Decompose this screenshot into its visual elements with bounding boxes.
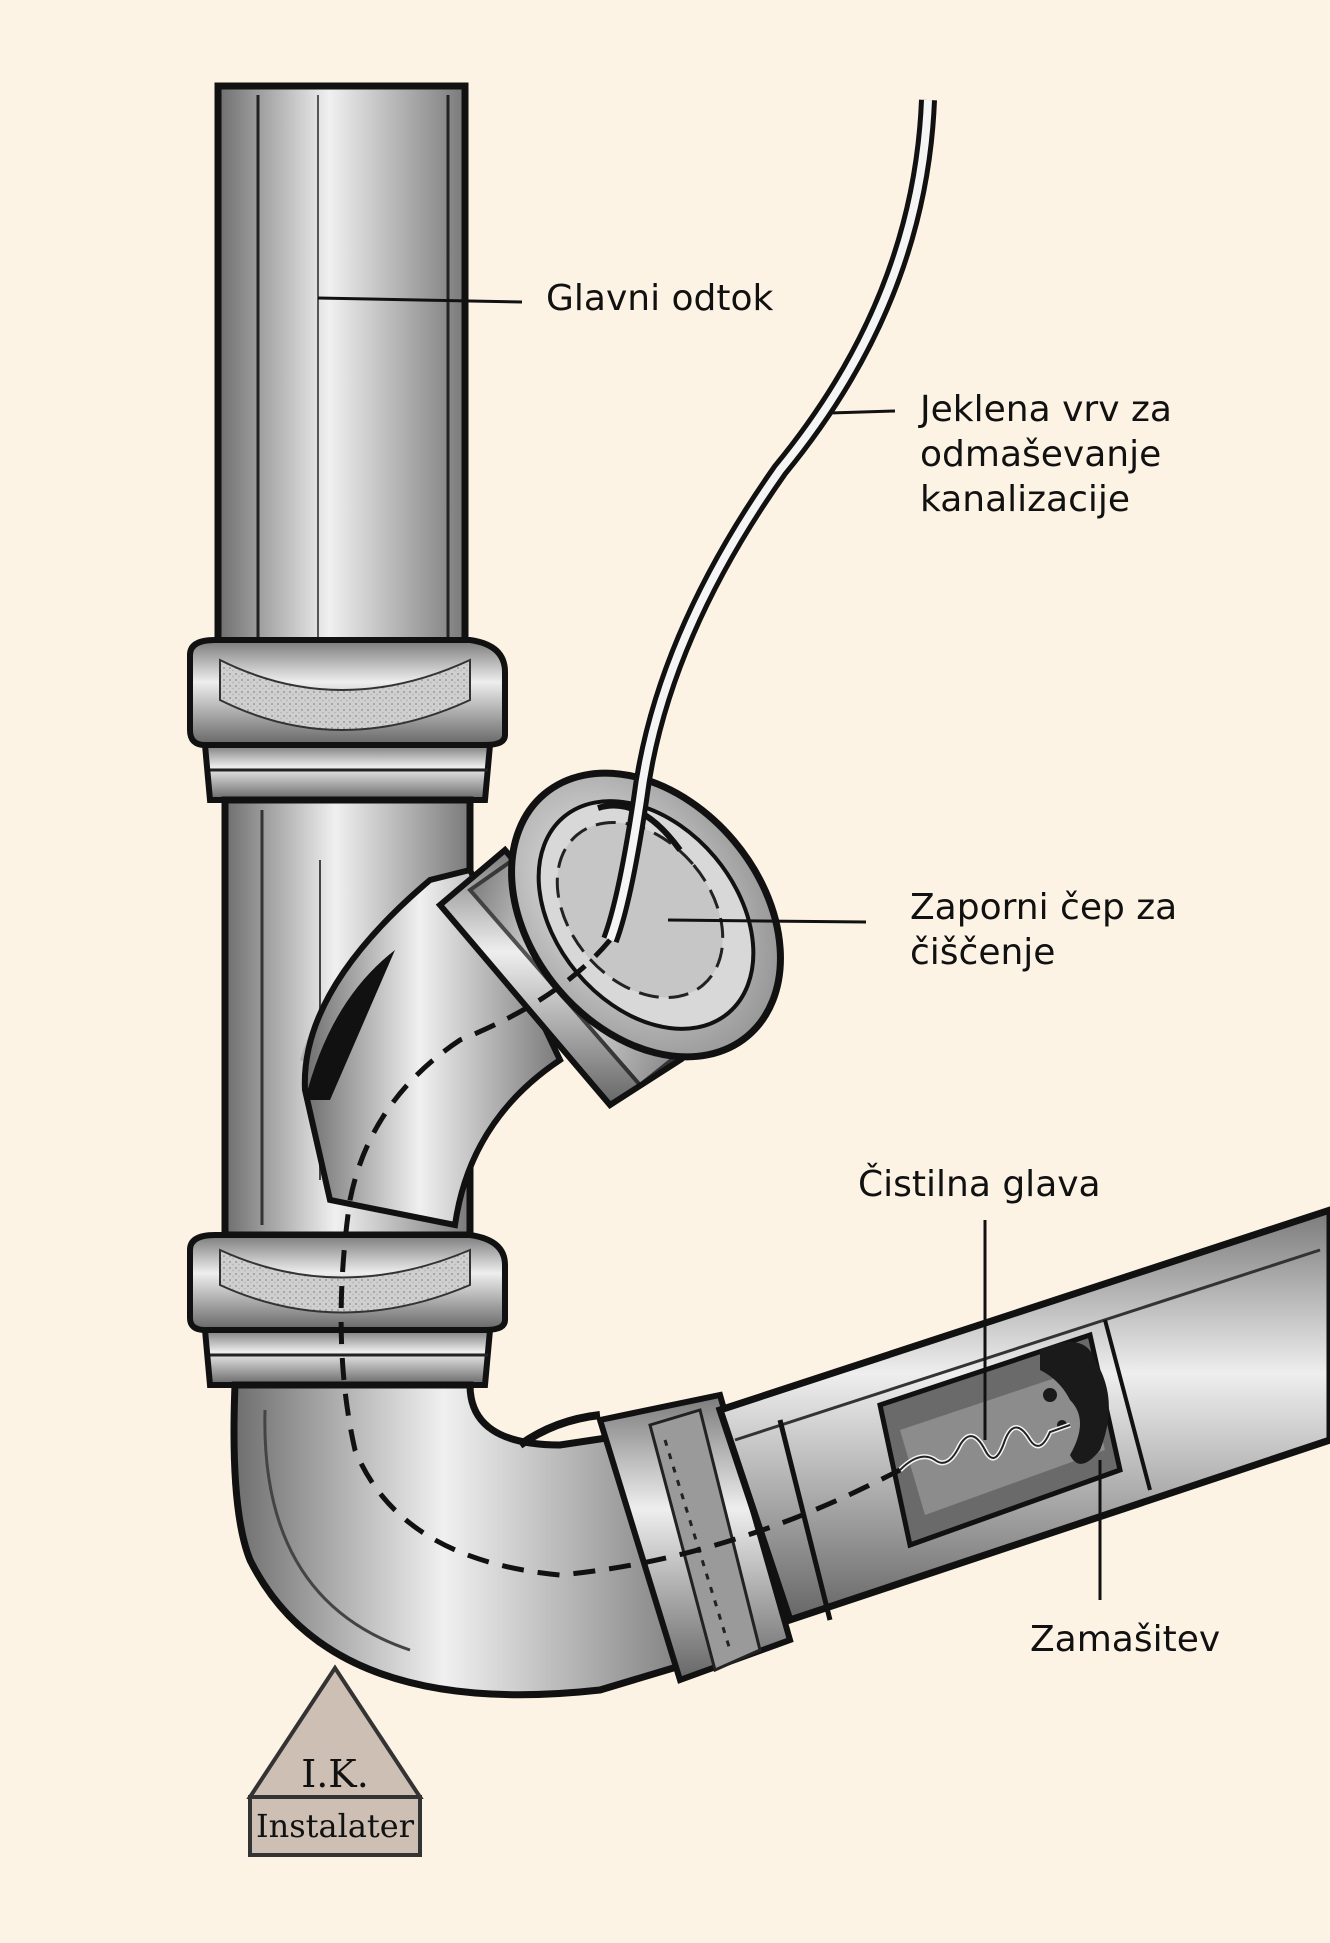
steel-cable-label-line-1: Jeklena vrv za (920, 389, 1172, 430)
cleanout-plug (435, 769, 784, 1109)
cleanout-plug-label-line-1: Zaporni čep za (910, 887, 1178, 928)
horizontal-drain-pipe (715, 1206, 1330, 1625)
cleaning-head-label: Čistilna glava (858, 1164, 1101, 1205)
elbow-coupling (596, 1391, 794, 1684)
tee-fitting (221, 796, 564, 1239)
steel-cable (338, 99, 937, 1578)
main-drain-pipe (214, 82, 469, 664)
logo-name: Instalater (255, 1807, 414, 1845)
logo-initials: I.K. (301, 1752, 369, 1796)
logo-triangle (246, 1664, 424, 1857)
steel-cable-label-line-3: kanalizacije (920, 479, 1131, 520)
clog-label: Zamašitev (1030, 1619, 1221, 1660)
main-drain-label: Glavni odtok (546, 278, 774, 319)
upper-coupling (187, 637, 508, 803)
elbow-bend (230, 1381, 704, 1699)
cleaning-head-spiral (898, 1422, 1071, 1472)
clog (1040, 1342, 1109, 1464)
steel-cable-label-line-2: odmaševanje (920, 434, 1162, 475)
leader-lines (317, 296, 1102, 1600)
cleanout-plug-label-line-2: čiščenje (910, 932, 1056, 973)
lower-coupling (187, 1232, 508, 1388)
